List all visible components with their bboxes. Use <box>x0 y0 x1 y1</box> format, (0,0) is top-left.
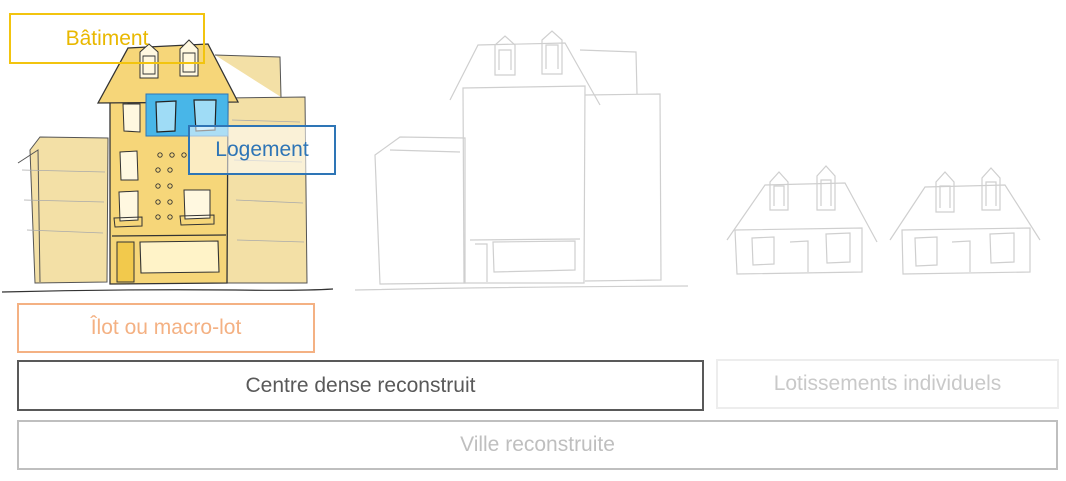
centre-dense-label-text: Centre dense reconstruit <box>245 373 476 397</box>
ville-reconstruite-label: Ville reconstruite <box>17 420 1058 470</box>
lotissements-label-text: Lotissements individuels <box>773 372 1002 395</box>
ilot-label: Îlot ou macro-lot <box>17 303 315 353</box>
lotissements-label: Lotissements individuels <box>716 359 1059 409</box>
left-low-building <box>29 136 109 284</box>
logement-label-text: Logement <box>215 138 309 161</box>
logement-label: Logement <box>188 125 336 175</box>
centre-dense-label: Centre dense reconstruit <box>17 360 704 411</box>
faint-house-1-sketch <box>726 165 878 275</box>
batiment-label-text: Bâtiment <box>65 26 149 50</box>
ville-reconstruite-label-text: Ville reconstruite <box>460 433 615 456</box>
faint-dense-block-sketch <box>354 30 689 291</box>
faint-house-2-sketch <box>889 167 1041 275</box>
batiment-label: Bâtiment <box>9 13 205 64</box>
ilot-label-text: Îlot ou macro-lot <box>90 316 242 339</box>
